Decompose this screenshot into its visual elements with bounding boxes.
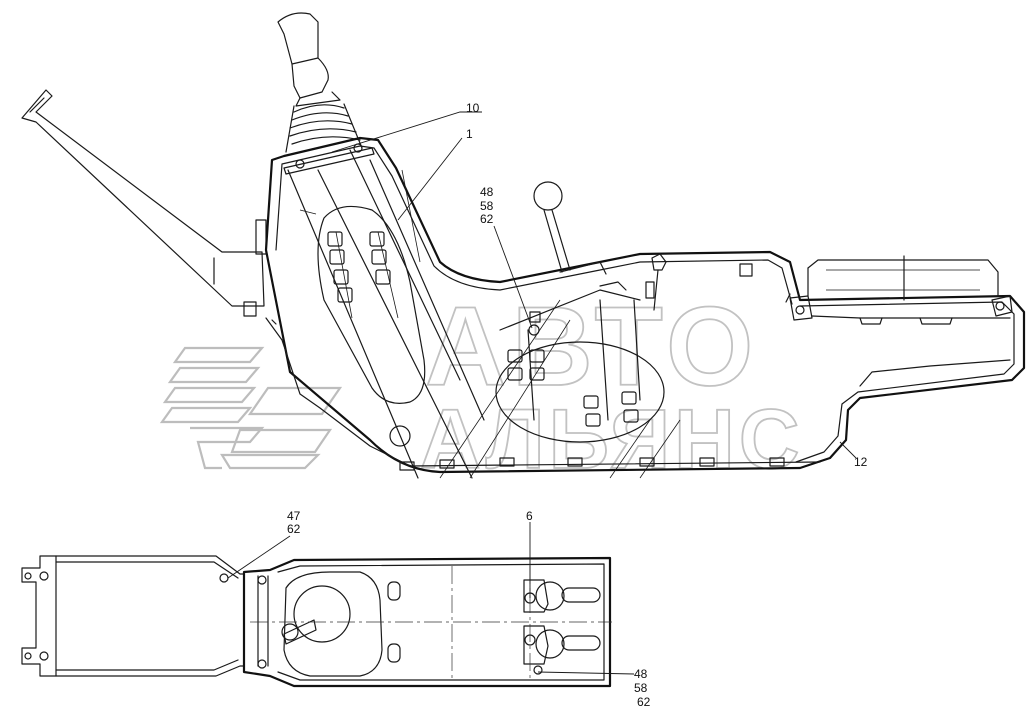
watermark-stripes bbox=[159, 346, 343, 470]
callout-62-upper: 62 bbox=[480, 212, 494, 226]
right-module bbox=[599, 253, 1013, 325]
floor-clips bbox=[399, 457, 785, 471]
callout-48-upper: 48 bbox=[480, 185, 494, 199]
callout-48-lower: 48 bbox=[634, 667, 648, 681]
callout-62-plan: 62 bbox=[287, 522, 301, 536]
callout-62-lower: 62 bbox=[637, 695, 651, 709]
bracket-arm bbox=[21, 89, 267, 317]
plan-body bbox=[242, 556, 612, 688]
callout-10: 10 bbox=[466, 101, 480, 115]
callouts: 10 1 48 58 62 12 47 62 6 48 58 62 bbox=[227, 101, 868, 709]
watermark-line1: АВТО bbox=[425, 284, 759, 409]
left-valve-block bbox=[317, 205, 426, 447]
callout-58-lower: 58 bbox=[634, 681, 648, 695]
callout-47: 47 bbox=[287, 509, 301, 523]
joystick-handle bbox=[277, 12, 363, 153]
callout-1: 1 bbox=[466, 127, 473, 141]
center-valve-block bbox=[439, 289, 681, 479]
callout-58-upper: 58 bbox=[480, 199, 494, 213]
plan-view bbox=[21, 555, 612, 688]
callout-12: 12 bbox=[854, 455, 868, 469]
watermark-logo: АВТО АЛЬЯНС bbox=[159, 283, 800, 487]
main-housing bbox=[264, 136, 1026, 479]
ball-lever bbox=[533, 181, 607, 275]
plan-arm bbox=[55, 555, 245, 677]
side-view bbox=[21, 12, 1026, 479]
plan-left-flange bbox=[21, 555, 57, 677]
callout-6: 6 bbox=[526, 509, 533, 523]
